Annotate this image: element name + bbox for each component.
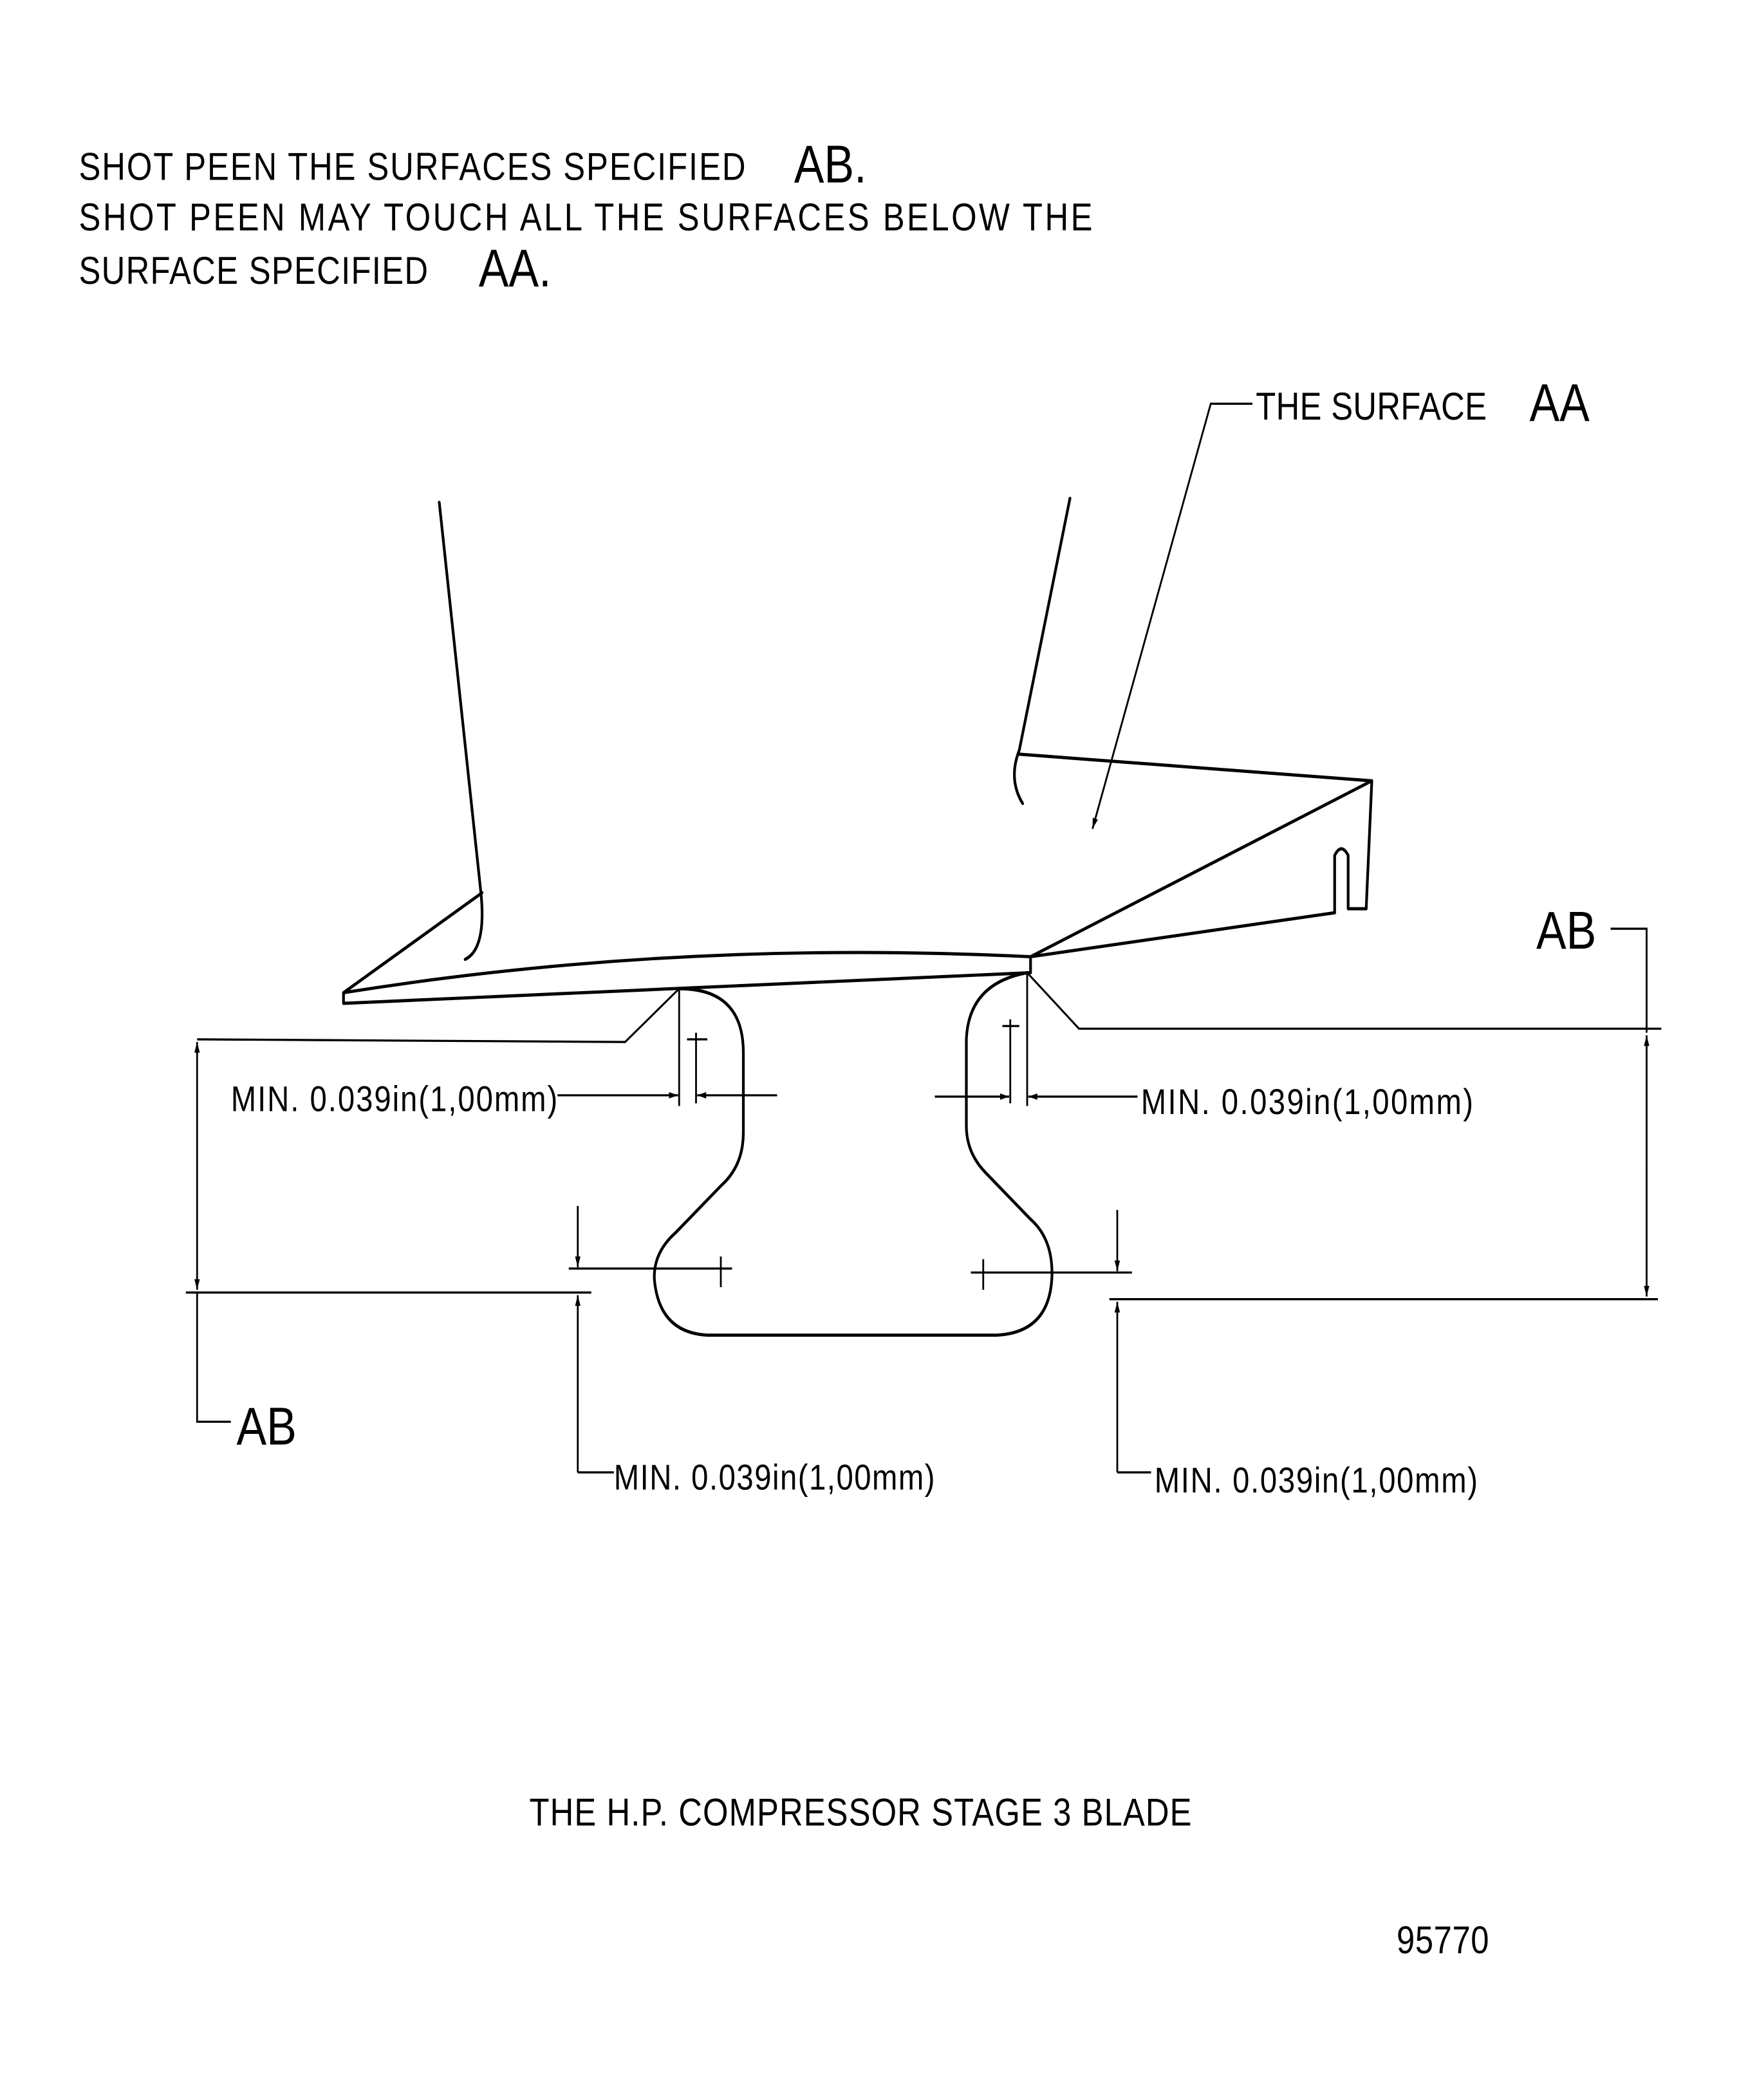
ab-left-leader (185, 1291, 591, 1423)
min-upper-left: MIN. 0.039in(1,00mm) (231, 1079, 557, 1119)
surface-label: THE SURFACE (1256, 385, 1487, 428)
ab-left-label: AB (237, 1397, 297, 1456)
min-upper-right: MIN. 0.039in(1,00mm) (1141, 1081, 1473, 1122)
note-ref-aa: AA. (479, 239, 552, 299)
center-mark-right-lower (971, 1259, 1132, 1290)
ab-right-leader (1109, 927, 1658, 1301)
note-ref-ab: AB. (794, 135, 867, 194)
center-mark-right-upper (1002, 1019, 1019, 1104)
blade-root (653, 971, 1054, 1337)
platform-right (1018, 752, 1373, 959)
note-line-2: SHOT PEEN MAY TOUCH ALL THE SURFACES BEL… (79, 196, 1093, 239)
note-line-1: SHOT PEEN THE SURFACES SPECIFIED (79, 145, 746, 189)
note-line-3: SURFACE SPECIFIED (79, 249, 428, 292)
drawing-title: THE H.P. COMPRESSOR STAGE 3 BLADE (529, 1790, 1191, 1834)
center-mark-left-upper (687, 1032, 707, 1104)
min-lower-right: MIN. 0.039in(1,00mm) (1155, 1460, 1478, 1500)
blade-left-edge (438, 501, 484, 962)
min-lower-left: MIN. 0.039in(1,00mm) (614, 1457, 935, 1498)
platform-left (342, 891, 1032, 1005)
leader-right-upper (1026, 972, 1662, 1106)
surface-leader (1092, 402, 1252, 830)
ab-right-label: AB (1536, 902, 1596, 961)
surface-ref-aa: AA (1529, 374, 1589, 433)
leader-left-upper (197, 986, 680, 1106)
blade-right-edge (1013, 496, 1072, 805)
center-mark-left-lower (568, 1256, 732, 1288)
figure-number: 95770 (1397, 1919, 1489, 1962)
